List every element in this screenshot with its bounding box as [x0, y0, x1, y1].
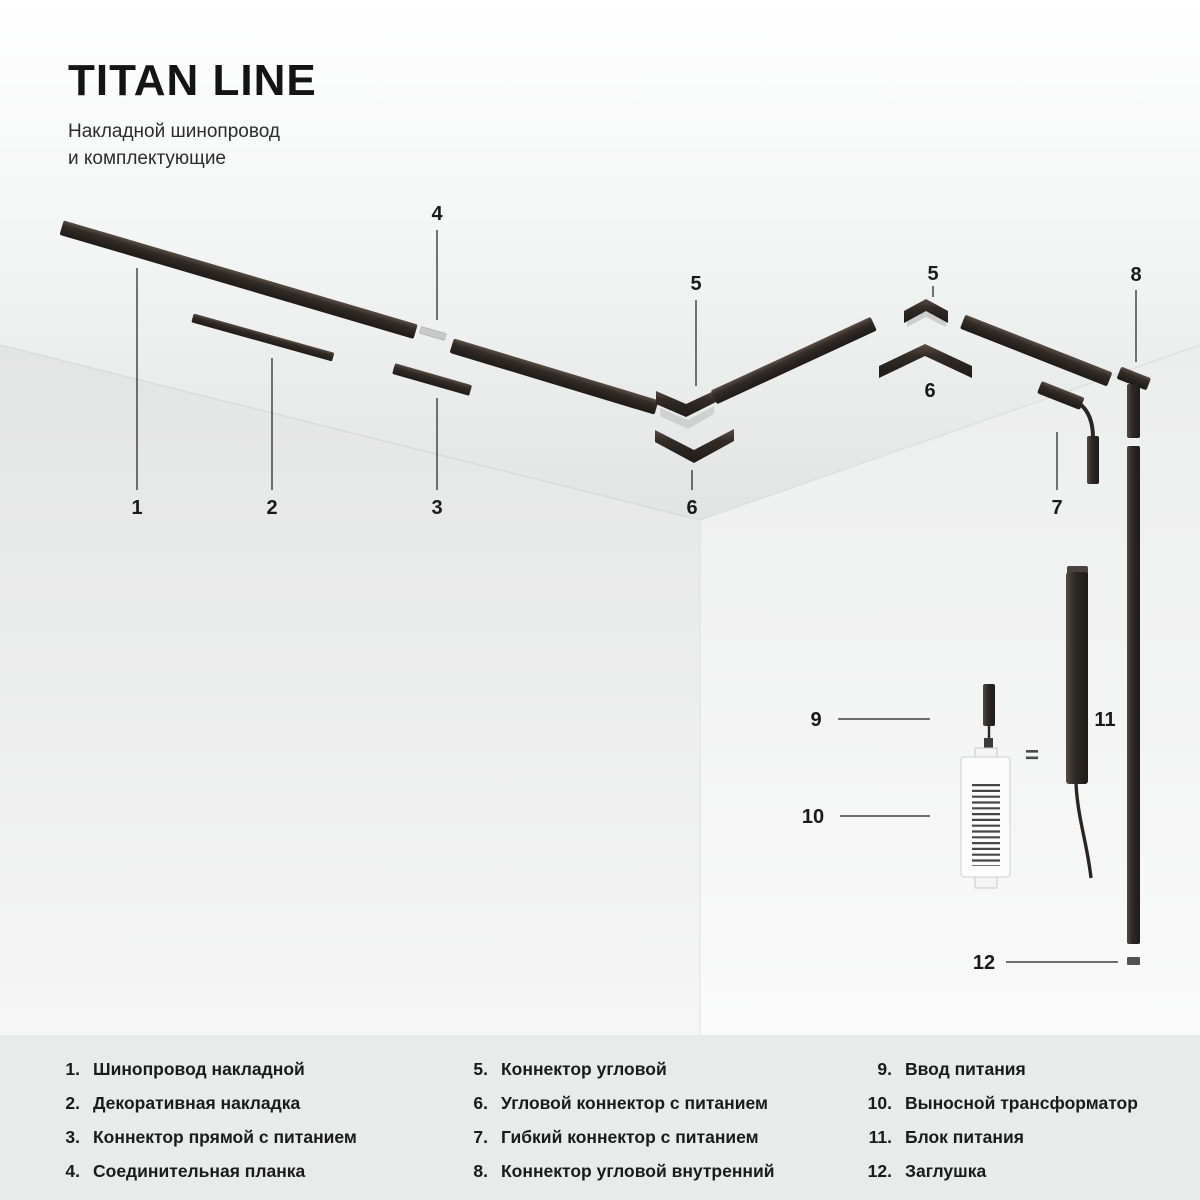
callout-number-1: 1	[131, 497, 142, 519]
legend-item-9: 9. Ввод питания	[858, 1059, 1200, 1080]
ceiling-edge-right	[699, 344, 1200, 521]
callout-number-11: 11	[1094, 709, 1115, 731]
page-subtitle-line2: и комплектующие	[68, 147, 226, 169]
callout-number-6a: 6	[686, 497, 697, 519]
power-supply-unit	[1066, 566, 1093, 879]
legend-item-number: 7.	[473, 1127, 488, 1147]
legend-item-number: 10.	[867, 1093, 892, 1113]
track-segment-4	[960, 315, 1112, 386]
legend-item-number: 5.	[473, 1059, 488, 1079]
page-subtitle: Накладной шинопровод и комплектующие	[68, 119, 317, 173]
end-cap	[1127, 957, 1140, 965]
legend-item-2: 2. Декоративная накладка	[46, 1093, 454, 1114]
legend-column-1: 1. Шинопровод накладной 2. Декоративная …	[46, 1059, 454, 1200]
corner-connector-right	[904, 299, 948, 323]
straight-connector-powered	[392, 363, 472, 396]
ceiling-plane	[0, 0, 1200, 520]
inner-corner-connector	[1117, 367, 1151, 438]
ceiling-edge-left	[0, 344, 701, 521]
legend-item-8: 8. Коннектор угловой внутренний	[454, 1161, 858, 1182]
track-segment-2	[450, 338, 659, 415]
legend-item-number: 2.	[65, 1093, 80, 1113]
callout-number-6b: 6	[924, 380, 935, 402]
equals-sign: =	[1025, 742, 1039, 769]
legend-column-2: 5. Коннектор угловой 6. Угловой коннекто…	[454, 1059, 858, 1200]
legend-item-label: Коннектор угловой внутренний	[501, 1161, 775, 1181]
callout-number-3: 3	[431, 497, 442, 519]
legend-item-number: 9.	[877, 1059, 892, 1079]
callout-number-8: 8	[1130, 264, 1141, 286]
legend-item-12: 12. Заглушка	[858, 1161, 1200, 1182]
legend-item-6: 6. Угловой коннектор с питанием	[454, 1093, 858, 1114]
legend-item-label: Коннектор угловой	[501, 1059, 667, 1079]
callout-number-4: 4	[431, 203, 443, 225]
legend-item-10: 10. Выносной трансформатор	[858, 1093, 1200, 1114]
page-title: TITAN LINE	[68, 56, 317, 105]
legend-item-label: Соединительная планка	[93, 1161, 306, 1181]
header: TITAN LINE Накладной шинопровод и компле…	[68, 56, 317, 173]
legend-item-label: Коннектор прямой с питанием	[93, 1127, 357, 1147]
callout-number-10: 10	[802, 806, 824, 828]
legend-item-number: 8.	[473, 1161, 488, 1181]
right-wall	[700, 345, 1200, 1035]
legend-item-5: 5. Коннектор угловой	[454, 1059, 858, 1080]
legend-item-3: 3. Коннектор прямой с питанием	[46, 1127, 454, 1148]
remote-transformer	[960, 738, 1011, 889]
callout-number-5b: 5	[927, 263, 938, 285]
callout-number-12: 12	[973, 952, 995, 974]
legend-item-label: Ввод питания	[905, 1059, 1026, 1079]
scene-illustration: 1 2 3 4 5 5 6 6 7 8 9 10 11 12 =	[0, 0, 1200, 1035]
legend-item-label: Гибкий коннектор с питанием	[501, 1127, 759, 1147]
wall-track-vertical	[1127, 446, 1140, 944]
flexible-connector-powered	[1037, 381, 1099, 484]
legend-item-label: Декоративная накладка	[93, 1093, 301, 1113]
legend-item-label: Угловой коннектор с питанием	[501, 1093, 768, 1113]
legend-item-label: Блок питания	[905, 1127, 1024, 1147]
legend-item-number: 12.	[867, 1161, 892, 1181]
corner-connector-powered-left	[655, 429, 734, 463]
legend-item-11: 11. Блок питания	[858, 1127, 1200, 1148]
legend-item-1: 1. Шинопровод накладной	[46, 1059, 454, 1080]
corner-connector-left	[656, 390, 716, 417]
corner-plate-right	[907, 310, 946, 327]
legend-item-label: Выносной трансформатор	[905, 1093, 1138, 1113]
legend-item-number: 6.	[473, 1093, 488, 1113]
legend-item-number: 3.	[65, 1127, 80, 1147]
callout-number-7: 7	[1051, 497, 1062, 519]
legend-item-label: Шинопровод накладной	[93, 1059, 305, 1079]
legend-item-7: 7. Гибкий коннектор с питанием	[454, 1127, 858, 1148]
left-wall	[0, 345, 700, 1035]
legend-item-label: Заглушка	[905, 1161, 987, 1181]
legend-item-number: 1.	[65, 1059, 80, 1079]
legend: 1. Шинопровод накладной 2. Декоративная …	[0, 1035, 1200, 1200]
legend-item-number: 4.	[65, 1161, 80, 1181]
connecting-plate	[419, 326, 447, 341]
decorative-cover	[191, 313, 335, 362]
page-subtitle-line1: Накладной шинопровод	[68, 121, 280, 142]
callout-number-5a: 5	[690, 273, 701, 295]
legend-item-number: 11.	[868, 1127, 892, 1147]
track-segment-3	[711, 317, 877, 404]
legend-column-3: 9. Ввод питания 10. Выносной трансформат…	[858, 1059, 1200, 1200]
track-surface-mounted	[59, 220, 418, 339]
corner-connector-powered-right	[879, 344, 972, 378]
callout-number-2: 2	[266, 497, 277, 519]
legend-item-4: 4. Соединительная планка	[46, 1161, 454, 1182]
corner-plate-left	[660, 406, 714, 429]
callout-number-9: 9	[810, 709, 821, 731]
